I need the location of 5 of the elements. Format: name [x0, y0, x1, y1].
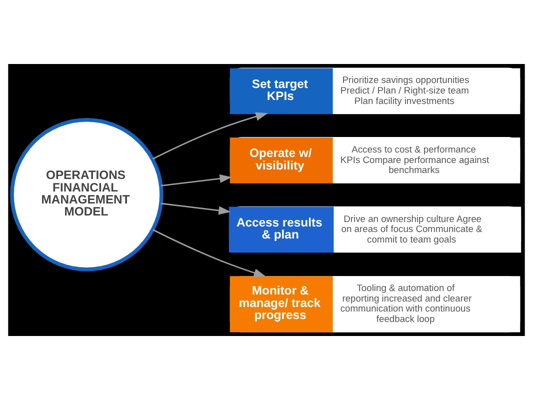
arrow [152, 229, 266, 277]
arrow [160, 202, 231, 215]
node-circle: OPERATIONS FINANCIAL MANAGEMENT MODEL [10, 118, 164, 272]
arrow [160, 174, 232, 186]
arrow [152, 112, 268, 160]
